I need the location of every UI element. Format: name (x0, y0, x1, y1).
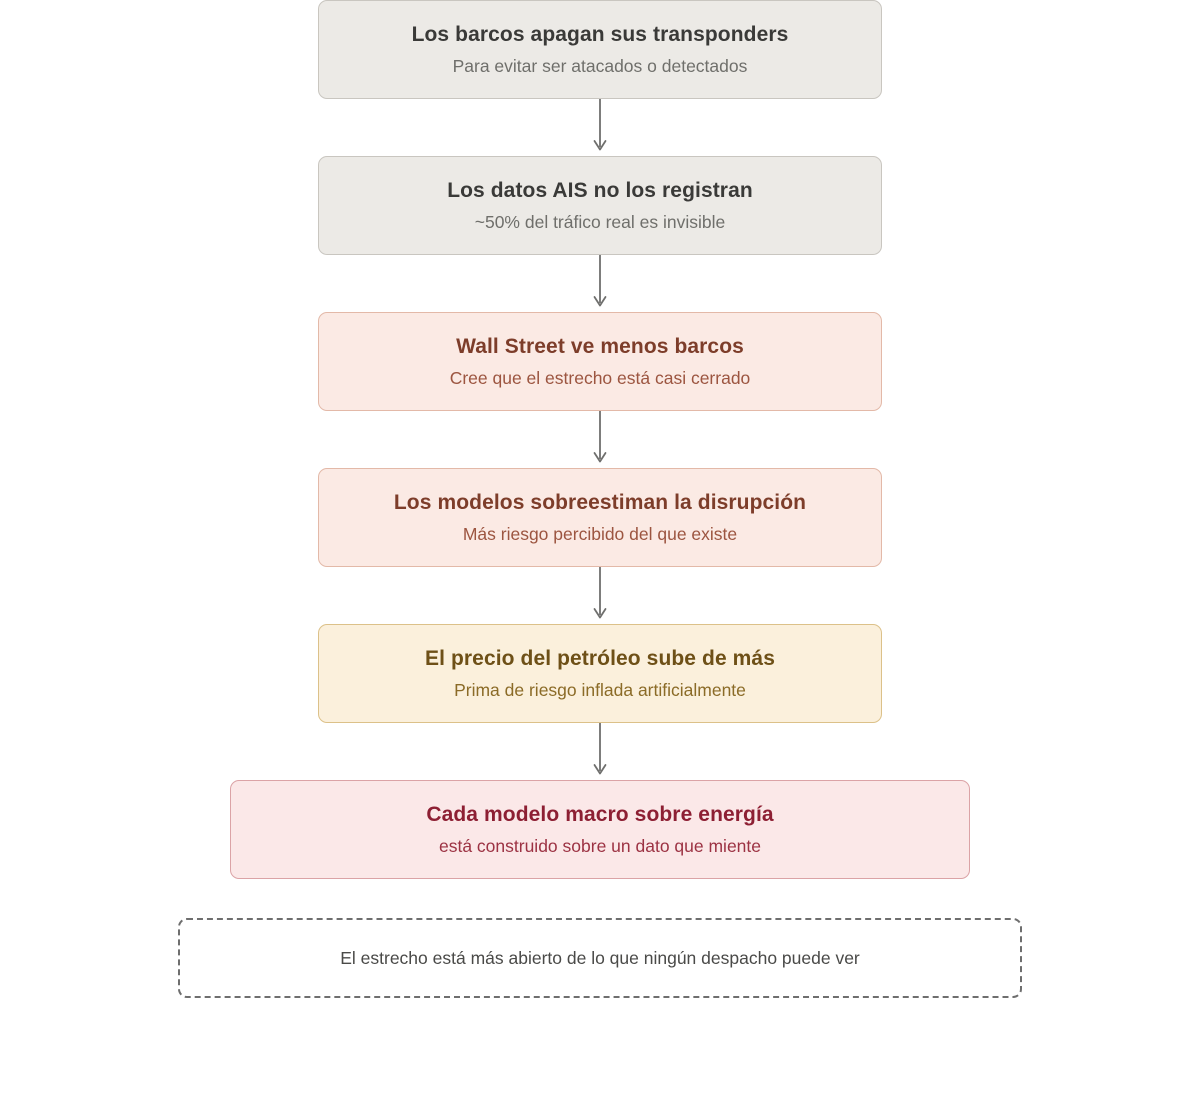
flow-node-2-subtitle: ~50% del tráfico real es invisible (474, 212, 726, 232)
flow-node-3-subtitle: Cree que el estrecho está casi cerrado (449, 368, 751, 388)
footer-callout-text: El estrecho está más abierto de lo que n… (340, 947, 860, 968)
flow-node-2[interactable]: Los datos AIS no los registran ~50% del … (318, 156, 882, 255)
flow-node-5-title: El precio del petróleo sube de más (424, 646, 775, 670)
flow-node-3-title: Wall Street ve menos barcos (456, 334, 744, 358)
arrow-down-icon (593, 411, 607, 463)
flow-node-1[interactable]: Los barcos apagan sus transponders Para … (318, 0, 882, 99)
flow-node-5-subtitle: Prima de riesgo inflada artificialmente (454, 680, 746, 700)
flow-node-6-subtitle: está construido sobre un dato que miente (438, 836, 761, 856)
flow-node-4-title: Los modelos sobreestiman la disrupción (393, 490, 807, 514)
flow-node-1-title: Los barcos apagan sus transponders (411, 22, 789, 46)
flow-node-4-subtitle: Más riesgo percibido del que existe (462, 524, 738, 544)
flow-node-2-title: Los datos AIS no los registran (447, 178, 753, 202)
footer-callout: El estrecho está más abierto de lo que n… (178, 918, 1022, 998)
flow-node-6[interactable]: Cada modelo macro sobre energía está con… (230, 780, 970, 879)
arrow-down-icon (593, 255, 607, 307)
flow-node-3[interactable]: Wall Street ve menos barcos Cree que el … (318, 312, 882, 411)
flow-node-4[interactable]: Los modelos sobreestiman la disrupción M… (318, 468, 882, 567)
flow-node-6-title: Cada modelo macro sobre energía (426, 802, 774, 826)
arrow-down-icon (593, 723, 607, 775)
flow-node-5[interactable]: El precio del petróleo sube de más Prima… (318, 624, 882, 723)
arrow-down-icon (593, 99, 607, 151)
arrow-down-icon (593, 567, 607, 619)
flow-node-1-subtitle: Para evitar ser atacados o detectados (452, 56, 748, 76)
